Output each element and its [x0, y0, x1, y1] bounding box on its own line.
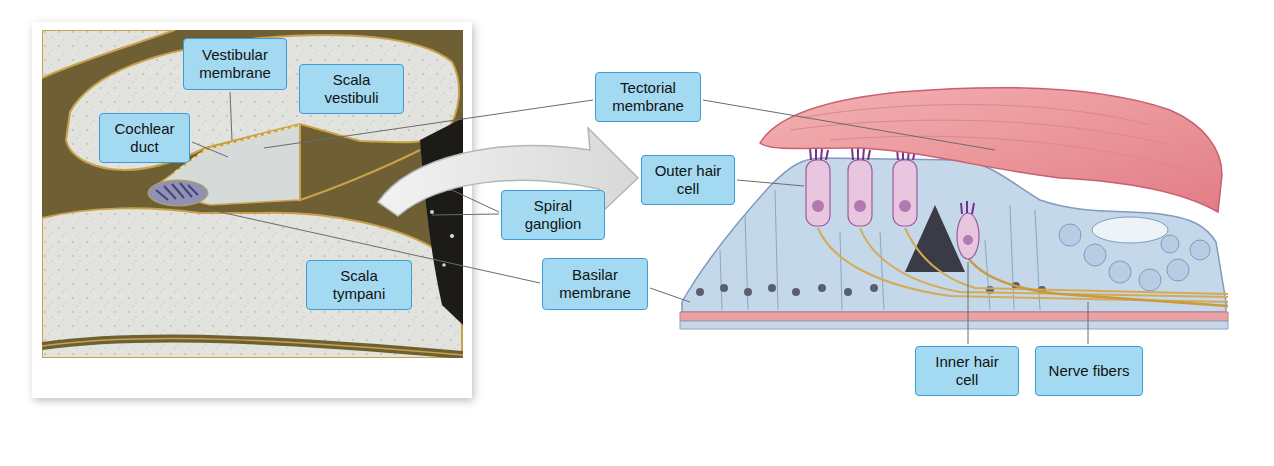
label-text-group: Cochlear duct — [106, 120, 183, 156]
label-text: Outer hair cell — [648, 162, 728, 198]
organ-of-corti-part — [1084, 244, 1106, 266]
organ-of-corti-part-part — [961, 201, 974, 214]
organ-of-corti-part — [760, 88, 1222, 212]
label-box: Nerve fibers — [1035, 346, 1143, 396]
micrograph-part — [450, 234, 454, 238]
organ-of-corti-part — [905, 228, 1228, 294]
leader-lines-part — [737, 180, 804, 186]
leader-lines-part — [968, 262, 969, 344]
micrograph-part — [430, 210, 434, 214]
organ-of-corti-part-part — [848, 160, 872, 226]
label-text-group: Vestibular membrane — [190, 46, 280, 82]
label-box: Basilar membrane — [542, 258, 648, 310]
organ-of-corti — [680, 88, 1228, 329]
organ-of-corti-part — [806, 160, 979, 259]
label-text-group: Nerve fibers — [1049, 362, 1130, 380]
leader-lines-part — [230, 92, 232, 140]
label-text-group: Outer hair cell — [648, 162, 728, 198]
leader-lines-part — [432, 214, 499, 215]
label-box: Inner hair cell — [915, 346, 1019, 396]
organ-of-corti-part — [1139, 269, 1161, 291]
label-text-group: Scala tympani — [313, 267, 405, 303]
organ-of-corti-part-part — [812, 200, 824, 212]
label-text: Tectorial membrane — [602, 79, 694, 115]
organ-of-corti-part-part — [957, 213, 979, 259]
organ-of-corti-part — [790, 105, 1190, 170]
micrograph-part — [175, 125, 300, 172]
organ-of-corti-part — [1167, 259, 1189, 281]
leader-lines-part — [192, 142, 228, 157]
label-text: Scala tympani — [313, 267, 405, 303]
label-text-group: Basilar membrane — [549, 266, 641, 302]
organ-of-corti-part-part — [744, 288, 752, 296]
organ-of-corti-part — [818, 228, 1228, 302]
micrograph-part — [148, 180, 208, 206]
organ-of-corti-part — [968, 258, 1228, 306]
leader-lines-part — [1088, 302, 1089, 344]
leader-lines-part — [650, 288, 690, 302]
label-box: Tectorial membrane — [595, 72, 701, 122]
organ-of-corti-part — [1161, 235, 1179, 253]
micrograph-part — [156, 183, 198, 200]
organ-of-corti-part — [680, 321, 1228, 329]
organ-of-corti-part-part — [854, 200, 866, 212]
organ-of-corti-part-part — [818, 284, 826, 292]
organ-of-corti-part-part — [844, 288, 852, 296]
organ-of-corti-part-part — [899, 200, 911, 212]
label-text-group: Scala vestibuli — [306, 71, 397, 107]
organ-of-corti-part-part — [870, 284, 878, 292]
organ-of-corti-part-part — [792, 288, 800, 296]
label-text: Inner hair cell — [922, 353, 1012, 389]
organ-of-corti-part — [860, 228, 1228, 297]
label-text: Scala vestibuli — [306, 71, 397, 107]
label-box: Scala tympani — [306, 260, 412, 310]
organ-of-corti-part-part — [963, 235, 973, 245]
organ-of-corti-part — [1109, 261, 1131, 283]
organ-of-corti-part — [1059, 224, 1081, 246]
micrograph-part — [42, 208, 462, 358]
label-box: Spiral ganglion — [501, 190, 605, 240]
leader-lines — [192, 92, 1088, 344]
organ-of-corti-part-part — [696, 288, 704, 296]
organ-of-corti-part-part — [893, 160, 917, 226]
label-text-group: Tectorial membrane — [602, 79, 694, 115]
organ-of-corti-part — [1190, 240, 1210, 260]
label-text: Spiral ganglion — [508, 197, 598, 233]
organ-of-corti-part — [812, 200, 973, 245]
organ-of-corti-part-part — [720, 284, 728, 292]
micrograph-part — [42, 339, 463, 355]
label-text: Nerve fibers — [1049, 362, 1130, 380]
label-box: Cochlear duct — [99, 113, 190, 163]
organ-of-corti-part-part — [768, 284, 776, 292]
label-box: Outer hair cell — [641, 155, 735, 205]
leader-lines-part — [452, 190, 499, 212]
organ-of-corti-part — [1092, 217, 1168, 243]
label-box: Scala vestibuli — [299, 64, 404, 114]
label-box: Vestibular membrane — [183, 38, 287, 90]
label-text: Cochlear duct — [106, 120, 183, 156]
label-text-group: Spiral ganglion — [508, 197, 598, 233]
micrograph-part — [42, 339, 463, 355]
label-text: Basilar membrane — [549, 266, 641, 302]
label-text: Vestibular membrane — [190, 46, 280, 82]
organ-of-corti-part-part — [806, 160, 830, 226]
organ-of-corti-part — [680, 312, 1228, 321]
micrograph-part — [420, 118, 463, 325]
leader-lines-part — [703, 100, 995, 150]
label-text-group: Inner hair cell — [922, 353, 1012, 389]
micrograph-part — [442, 263, 446, 267]
